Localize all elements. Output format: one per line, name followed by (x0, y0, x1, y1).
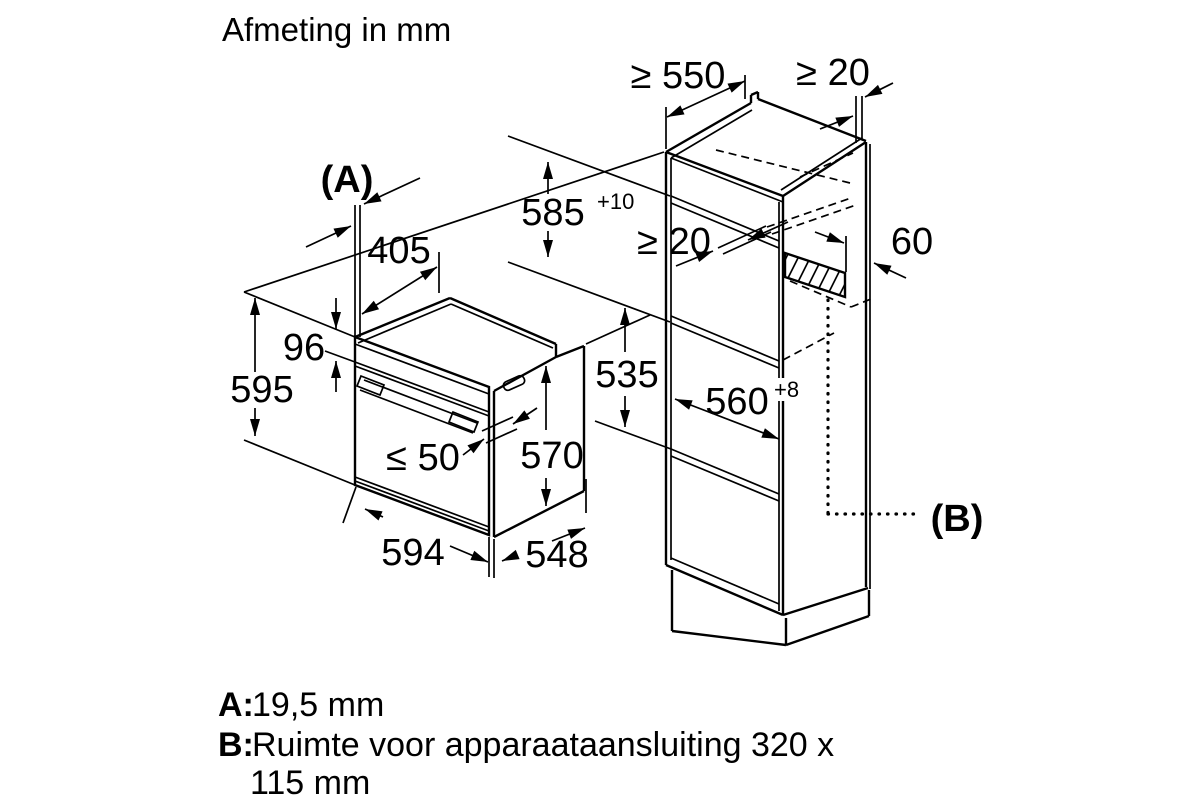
arrowhead (865, 84, 883, 97)
label-594: 594 (381, 532, 444, 574)
arrowhead (543, 240, 553, 257)
label-405: 405 (367, 230, 430, 272)
arrowhead (826, 232, 844, 243)
projection-lines (243, 135, 672, 450)
arrowhead (419, 267, 437, 281)
arrowhead (513, 410, 530, 424)
arrowhead (675, 399, 693, 410)
arrowhead (541, 366, 551, 383)
arrowhead (362, 300, 380, 314)
label-560-tolerance: +8 (774, 377, 799, 402)
arrowhead (470, 550, 488, 562)
label-ge550: ≥ 550 (631, 55, 726, 97)
legend-b-key: B: (218, 726, 254, 764)
arrowhead (364, 192, 382, 204)
label-585: 585 (521, 192, 584, 234)
connection-area-hatch (783, 251, 847, 299)
arrowhead (331, 312, 341, 329)
arrowhead (250, 419, 260, 436)
legend: A: 19,5 mm B: Ruimte voor apparaataanslu… (218, 686, 834, 802)
label-b-ref: (B) (931, 498, 984, 540)
label-585-tolerance: +10 (597, 189, 634, 214)
legend-a-key: A: (218, 686, 254, 724)
arrowhead (567, 528, 585, 539)
oven-door-front (353, 335, 491, 537)
arrowhead (541, 489, 551, 506)
label-60: 60 (891, 221, 933, 263)
cabinet-plinth (670, 570, 871, 647)
arrowhead (333, 226, 351, 238)
arrowhead (667, 105, 685, 117)
legend-b-value-line1: Ruimte voor apparaataansluiting 320 x (252, 726, 834, 764)
arrowhead (250, 298, 260, 315)
arrowhead (331, 361, 341, 378)
arrowhead (543, 162, 553, 179)
cabinet-dimensions: ≥ 550 ≥ 20 585 +10 ≥ 20 60 535 560 +8 (521, 52, 983, 540)
arrowhead (761, 428, 779, 439)
oven-handle (355, 374, 480, 434)
label-ge20-top: ≥ 20 (796, 52, 870, 94)
arrowhead (727, 81, 745, 93)
legend-b-value-line2: 115 mm (250, 764, 370, 802)
arrowhead (620, 308, 630, 325)
arrowhead (874, 263, 892, 275)
label-570: 570 (520, 435, 583, 477)
label-560: 560 (705, 381, 768, 423)
oven-side-grip-hole (502, 374, 526, 392)
legend-a-value: 19,5 mm (252, 686, 384, 724)
arrowhead (467, 439, 484, 454)
cabinet-drawing (664, 90, 872, 647)
oven-drawing (342, 296, 587, 578)
label-le50: ≤ 50 (386, 437, 460, 479)
arrowhead (365, 509, 383, 521)
arrowhead (502, 549, 520, 561)
label-595: 595 (230, 369, 293, 411)
arrowhead (695, 251, 713, 263)
arrowhead (835, 116, 853, 127)
oven-dimensions: (A) 405 96 595 ≤ 50 570 594 548 (230, 159, 588, 576)
label-548: 548 (525, 534, 588, 576)
label-a-ref: (A) (321, 159, 374, 201)
page-title: Afmeting in mm (222, 11, 451, 48)
label-96: 96 (283, 327, 325, 369)
hidden-edges (715, 149, 872, 361)
arrowhead (748, 228, 766, 240)
arrowhead (620, 410, 630, 427)
label-535: 535 (595, 354, 658, 396)
